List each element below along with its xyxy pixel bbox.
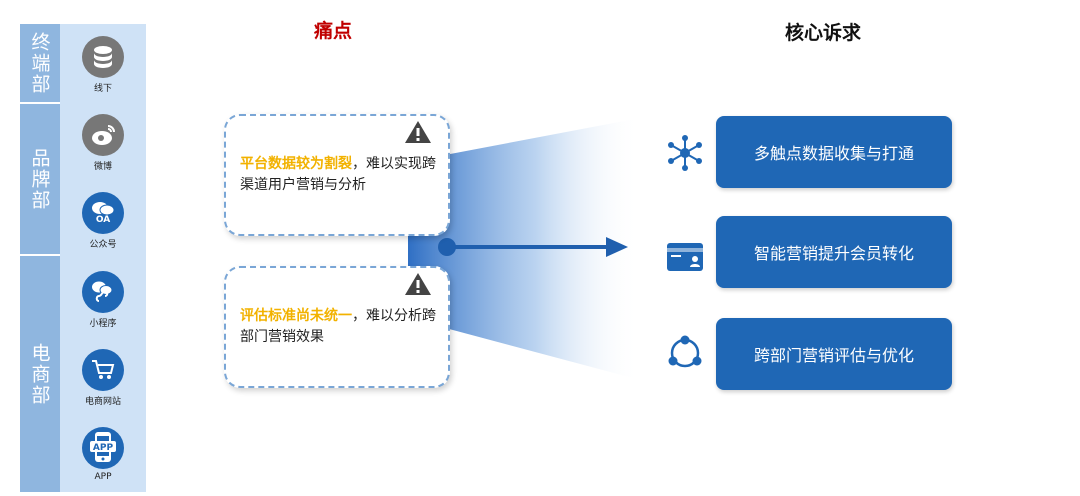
pain-title: 痛点	[314, 20, 353, 42]
warning-icon	[404, 272, 432, 300]
channel-label: 电商网站	[84, 397, 121, 407]
channel-label: 线下	[93, 84, 112, 94]
channel-offline: 线下	[60, 36, 146, 94]
wechat-oa-icon: OA	[82, 192, 124, 234]
weibo-icon	[82, 114, 124, 156]
department-channel-panel: 终端部 品牌部 电商部 线下	[20, 24, 146, 492]
core-requirements-title: 核心诉求	[785, 22, 862, 44]
mini-program-icon	[82, 271, 124, 313]
department-label: 终端部	[28, 31, 51, 95]
channel-label: 微博	[93, 162, 112, 172]
warning-icon	[404, 120, 432, 148]
network-icon	[666, 134, 704, 176]
channel-app: APP APP	[60, 427, 146, 482]
channel-label: APP	[94, 472, 112, 482]
phone-app-icon: APP	[82, 427, 124, 469]
channel-weibo: 微博	[60, 114, 146, 172]
pain-point-card-1: 平台数据较为割裂，难以实现跨渠道用户营销与分析	[224, 114, 450, 236]
channel-mini-program: 小程序	[60, 271, 146, 329]
oa-badge-text: OA	[95, 215, 111, 225]
pain-point-card-2: 评估标准尚未统一，难以分析跨部门营销效果	[224, 266, 450, 388]
core-requirement-2: 智能营销提升会员转化	[716, 216, 952, 288]
database-icon	[82, 36, 124, 78]
cycle-icon	[666, 334, 704, 376]
department-ecommerce: 电商部	[20, 256, 60, 492]
pain-point-text: 平台数据较为割裂，难以实现跨渠道用户营销与分析	[240, 156, 436, 193]
shopping-cart-icon	[82, 349, 124, 391]
channel-label: 小程序	[89, 319, 117, 329]
core-requirement-3: 跨部门营销评估与优化	[716, 318, 952, 390]
department-label: 品牌部	[28, 147, 51, 211]
channel-official-account: OA 公众号	[60, 192, 146, 250]
department-brand: 品牌部	[20, 104, 60, 254]
department-terminal: 终端部	[20, 24, 60, 102]
pain-point-text: 评估标准尚未统一，难以分析跨部门营销效果	[240, 308, 436, 345]
member-card-icon	[666, 242, 704, 276]
department-label: 电商部	[28, 342, 51, 406]
channel-column: 线下 微博 OA 公众号	[60, 24, 146, 492]
channel-ecommerce-site: 电商网站	[60, 349, 146, 407]
channel-label: 公众号	[89, 240, 117, 250]
app-badge-text: APP	[93, 443, 114, 453]
core-requirement-1: 多触点数据收集与打通	[716, 116, 952, 188]
